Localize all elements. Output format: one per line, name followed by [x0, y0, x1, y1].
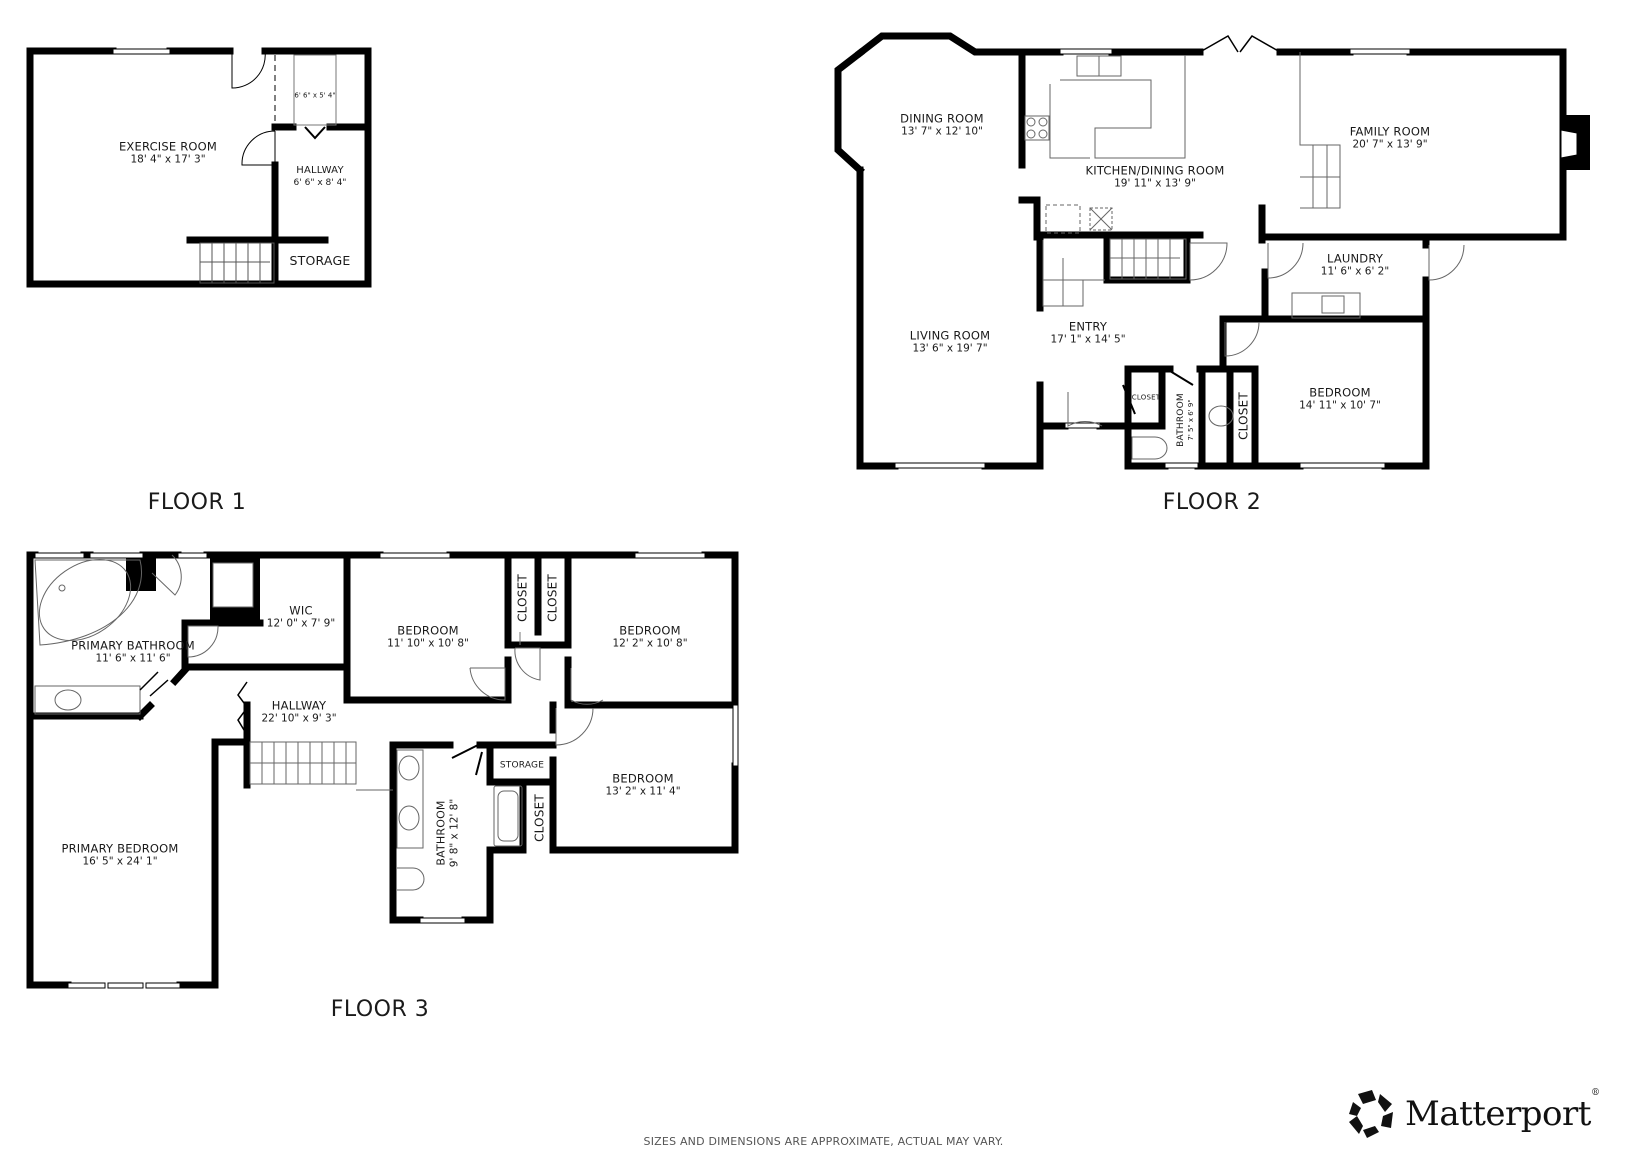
room-bedroom-1: BEDROOM 11' 10" x 10' 8"	[387, 623, 469, 651]
room-primary-bedroom: PRIMARY BEDROOM 16' 5" x 24' 1"	[61, 841, 178, 869]
room-name: STORAGE	[289, 253, 351, 269]
room-dimensions: 11' 10" x 10' 8"	[387, 637, 469, 650]
room-name: LIVING ROOM	[909, 328, 991, 343]
room-name: BEDROOM	[397, 623, 459, 638]
room-name: HALLWAY	[271, 698, 327, 713]
room-storage: STORAGE	[500, 760, 544, 771]
room-name: PRIMARY BATHROOM	[71, 638, 195, 653]
room-dimensions: 13' 7" x 12' 10"	[901, 125, 983, 138]
room-closet-3: CLOSET	[533, 794, 548, 842]
room-name: WIC	[289, 603, 313, 618]
room-bathroom: BATHROOM 7' 5" x 6' 9"	[1176, 393, 1196, 447]
room-dimensions: 14' 11" x 10' 7"	[1299, 399, 1381, 412]
floor-1-label: FLOOR 1	[147, 490, 247, 515]
room-name: ENTRY	[1068, 319, 1108, 334]
room-bedroom-2: BEDROOM 12' 2" x 10' 8"	[612, 623, 687, 651]
room-dimensions: 22' 10" x 9' 3"	[261, 712, 337, 725]
matterport-logo-icon	[1349, 1090, 1393, 1138]
room-dining-room: DINING ROOM 13' 7" x 12' 10"	[900, 111, 984, 139]
room-name: BEDROOM	[612, 771, 674, 786]
room-dimensions: 18' 4" x 17' 3"	[130, 153, 206, 166]
room-hallway: HALLWAY 22' 10" x 9' 3"	[261, 698, 336, 726]
room-dimensions: 6' 6" x 8' 4"	[293, 177, 347, 188]
room-bedroom: BEDROOM 14' 11" x 10' 7"	[1299, 385, 1381, 413]
floor-2-plan	[834, 32, 1590, 470]
room-kitchen-dining: KITCHEN/DINING ROOM 19' 11" x 13' 9"	[1086, 163, 1225, 191]
room-name: CLOSET	[1236, 392, 1251, 440]
room-dimensions: 7' 5" x 6' 9"	[1187, 399, 1196, 441]
room-name: PRIMARY BEDROOM	[61, 841, 179, 856]
room-name: KITCHEN/DINING ROOM	[1085, 163, 1225, 178]
room-name: LAUNDRY	[1326, 251, 1384, 266]
room-dimensions: 9' 8" x 12' 8"	[448, 798, 461, 868]
room-name: CLOSET	[515, 574, 530, 622]
room-name: CLOSET	[545, 574, 560, 622]
room-dimensions: 16' 5" x 24' 1"	[82, 855, 158, 868]
room-name: EXERCISE ROOM	[118, 139, 218, 154]
floor-2-label: FLOOR 2	[1162, 490, 1262, 515]
room-closet-2: CLOSET	[546, 574, 561, 622]
room-dimensions: 17' 1" x 14' 5"	[1050, 333, 1126, 346]
room-dimensions: 13' 6" x 19' 7"	[912, 342, 988, 355]
room-dimensions: 12' 2" x 10' 8"	[612, 637, 688, 650]
matterport-logo: Matterport®	[1345, 1088, 1600, 1140]
room-name: FAMILY ROOM	[1349, 124, 1431, 139]
room-closet-entry: CLOSET	[1132, 394, 1160, 403]
room-dimensions: 11' 6" x 6' 2"	[1320, 265, 1390, 278]
room-name: STORAGE	[499, 760, 545, 771]
room-living-room: LIVING ROOM 13' 6" x 19' 7"	[910, 328, 990, 356]
room-exercise-room: EXERCISE ROOM 18' 4" x 17' 3"	[119, 139, 217, 167]
room-closet-small: 6' 6" x 5' 4"	[294, 92, 335, 101]
room-dimensions: 13' 2" x 11' 4"	[605, 785, 681, 798]
room-name: BATHROOM	[1176, 393, 1186, 447]
room-dimensions: 12' 0" x 7' 9"	[266, 617, 336, 630]
room-storage: STORAGE	[290, 253, 351, 269]
room-primary-bathroom: PRIMARY BATHROOM 11' 6" x 11' 6"	[71, 638, 195, 666]
room-name: CLOSET	[1131, 393, 1161, 402]
brand-name: Matterport®	[1405, 1088, 1600, 1134]
room-laundry: LAUNDRY 11' 6" x 6' 2"	[1321, 251, 1389, 279]
room-dimensions: 19' 11" x 13' 9"	[1114, 177, 1196, 190]
room-name: BEDROOM	[1309, 385, 1371, 400]
room-dimensions: 20' 7" x 13' 9"	[1352, 138, 1428, 151]
disclaimer-text: SIZES AND DIMENSIONS ARE APPROXIMATE, AC…	[643, 1135, 1004, 1148]
room-bathroom: BATHROOM 9' 8" x 12' 8"	[435, 799, 462, 867]
room-closet-1: CLOSET	[516, 574, 531, 622]
room-wic: WIC 12' 0" x 7' 9"	[267, 603, 335, 631]
room-dimensions: 6' 6" x 5' 4"	[294, 91, 336, 100]
room-bedroom-3: BEDROOM 13' 2" x 11' 4"	[605, 771, 680, 799]
room-hallway: HALLWAY 6' 6" x 8' 4"	[294, 165, 347, 189]
room-name: CLOSET	[532, 794, 547, 842]
room-entry: ENTRY 17' 1" x 14' 5"	[1050, 319, 1125, 347]
floor-3-plan	[26, 551, 739, 989]
room-name: BATHROOM	[434, 800, 448, 866]
room-family-room: FAMILY ROOM 20' 7" x 13' 9"	[1350, 124, 1431, 152]
floor-1-plan	[26, 47, 372, 288]
room-name: HALLWAY	[296, 165, 344, 177]
floor-3-label: FLOOR 3	[330, 997, 430, 1022]
room-name: DINING ROOM	[900, 111, 984, 126]
room-dimensions: 11' 6" x 11' 6"	[95, 652, 171, 665]
room-closet-bedroom: CLOSET	[1237, 392, 1252, 440]
room-name: BEDROOM	[619, 623, 681, 638]
